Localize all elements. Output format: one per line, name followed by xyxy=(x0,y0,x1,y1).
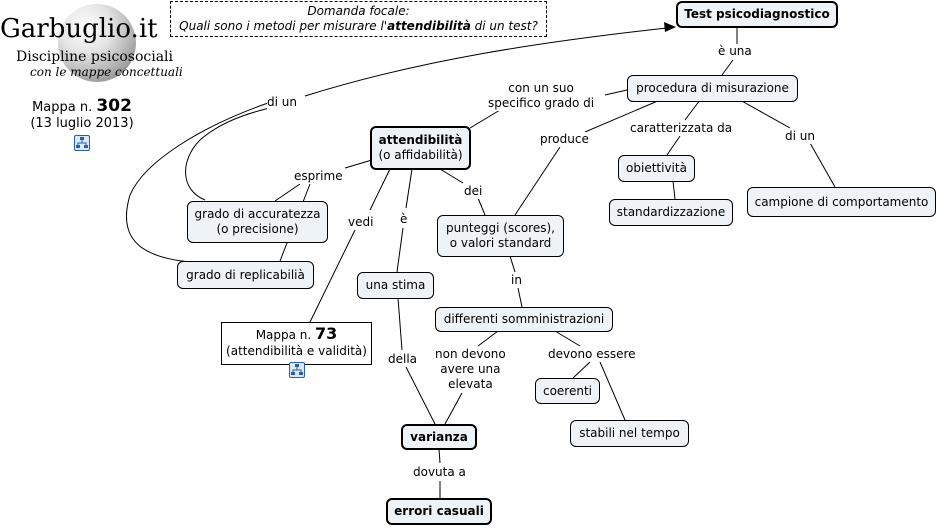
link-label-di-un-campione: di un xyxy=(785,129,815,144)
node-punteggi[interactable]: punteggi (scores), o valori standard xyxy=(437,215,564,257)
node-label: campione di comportamento xyxy=(754,194,929,209)
node-label: errori casuali xyxy=(394,504,484,518)
focal-question-bold: attendibilità xyxy=(387,19,471,33)
link-label-della: della xyxy=(388,352,418,367)
link-label-dei: dei xyxy=(464,184,483,199)
node-label: standardizzazione xyxy=(616,205,726,219)
map-reference-73[interactable]: Mappa n. 73 (attendibilità e validità) xyxy=(221,322,372,365)
map-info: Mappa n. 302 (13 luglio 2013) xyxy=(28,96,136,131)
node-attendibilita[interactable]: attendibilità (o affidabilità) xyxy=(370,126,471,170)
node-label: procedura di misurazione xyxy=(636,81,789,95)
map-number: 302 xyxy=(96,96,132,116)
link-label-produce: produce xyxy=(540,132,589,147)
focal-question: Domanda focale: Quali sono i metodi per … xyxy=(170,1,547,37)
node-una-stima[interactable]: una stima xyxy=(357,272,434,299)
node-standardizzazione[interactable]: standardizzazione xyxy=(609,199,733,226)
focal-title: Domanda focale: xyxy=(307,4,410,18)
link-label-vedi: vedi xyxy=(348,215,374,230)
link-label-di-un-replicabilita: di un xyxy=(267,95,297,110)
logo-tagline: con le mappe concettuali xyxy=(30,65,183,79)
node-coerenti[interactable]: coerenti xyxy=(535,378,600,404)
node-procedura-di-misurazione[interactable]: procedura di misurazione xyxy=(627,75,798,102)
node-label: Test psicodiagnostico xyxy=(684,7,830,21)
node-obiettivita[interactable]: obiettività xyxy=(618,155,695,182)
node-label: grado di accuratezza xyxy=(194,207,321,221)
node-label: grado di replicabilià xyxy=(186,267,305,282)
link-label-e-una: è una xyxy=(718,44,752,59)
node-label-sub: o valori standard xyxy=(449,236,552,250)
link-label-line: specifico grado di xyxy=(488,96,595,110)
map-date: (13 luglio 2013) xyxy=(30,116,134,131)
link-label-esprime: esprime xyxy=(294,169,343,184)
node-label-sub: (o precisione) xyxy=(216,222,299,236)
node-label: varianza xyxy=(410,429,468,444)
logo-sphere xyxy=(58,4,136,82)
node-campione-di-comportamento[interactable]: campione di comportamento xyxy=(747,187,936,217)
link-label-devono-essere: devono essere xyxy=(548,347,636,362)
link-label-dovuta-a: dovuta a xyxy=(413,465,466,480)
node-label: stabili nel tempo xyxy=(579,426,680,440)
node-label: attendibilità xyxy=(378,133,463,147)
map-label: Mappa n. xyxy=(32,100,93,115)
node-errori-casuali[interactable]: errori casuali xyxy=(386,498,492,525)
map-ref-number: 73 xyxy=(315,324,338,343)
link-label-line: non devono xyxy=(435,347,506,361)
link-label-in: in xyxy=(511,273,522,288)
logo-title: Garbuglio.it xyxy=(0,14,158,44)
map-ref-subtitle: (attendibilità e validità) xyxy=(226,344,367,358)
node-varianza[interactable]: varianza xyxy=(401,424,477,450)
node-grado-di-replicabilita[interactable]: grado di replicabilià xyxy=(177,261,314,289)
logo-subtitle: Discipline psicosociali xyxy=(16,49,174,65)
node-label: coerenti xyxy=(542,383,593,398)
node-differenti-somministrazioni[interactable]: differenti somministrazioni xyxy=(435,307,613,332)
map-link-icon[interactable] xyxy=(74,135,90,151)
link-label-non-devono: non devono avere una elevata xyxy=(435,347,506,392)
link-label-e: è xyxy=(400,212,408,227)
node-label: una stima xyxy=(365,278,426,292)
link-label-line: avere una xyxy=(440,362,501,376)
link-label-caratterizzata-da: caratterizzata da xyxy=(630,121,733,136)
map-ref-label: Mappa n. xyxy=(255,328,312,342)
node-label-sub: (o affidabilità) xyxy=(378,148,463,162)
node-label: punteggi (scores), xyxy=(446,221,555,235)
link-label-line: elevata xyxy=(448,377,493,391)
link-label-con-un-suo: con un suo specifico grado di xyxy=(488,81,595,111)
focal-question-text: Quali sono i metodi per misurare l' xyxy=(179,19,388,33)
node-label: obiettività xyxy=(626,161,687,175)
node-stabili-nel-tempo[interactable]: stabili nel tempo xyxy=(570,420,689,447)
node-test-psicodiagnostico[interactable]: Test psicodiagnostico xyxy=(676,1,838,28)
focal-question-end: di un test? xyxy=(470,19,538,33)
link-label-line: con un suo xyxy=(508,81,574,95)
map-link-icon[interactable] xyxy=(289,362,305,378)
node-label: differenti somministrazioni xyxy=(443,312,605,326)
node-grado-di-accuratezza[interactable]: grado di accuratezza (o precisione) xyxy=(187,201,328,243)
